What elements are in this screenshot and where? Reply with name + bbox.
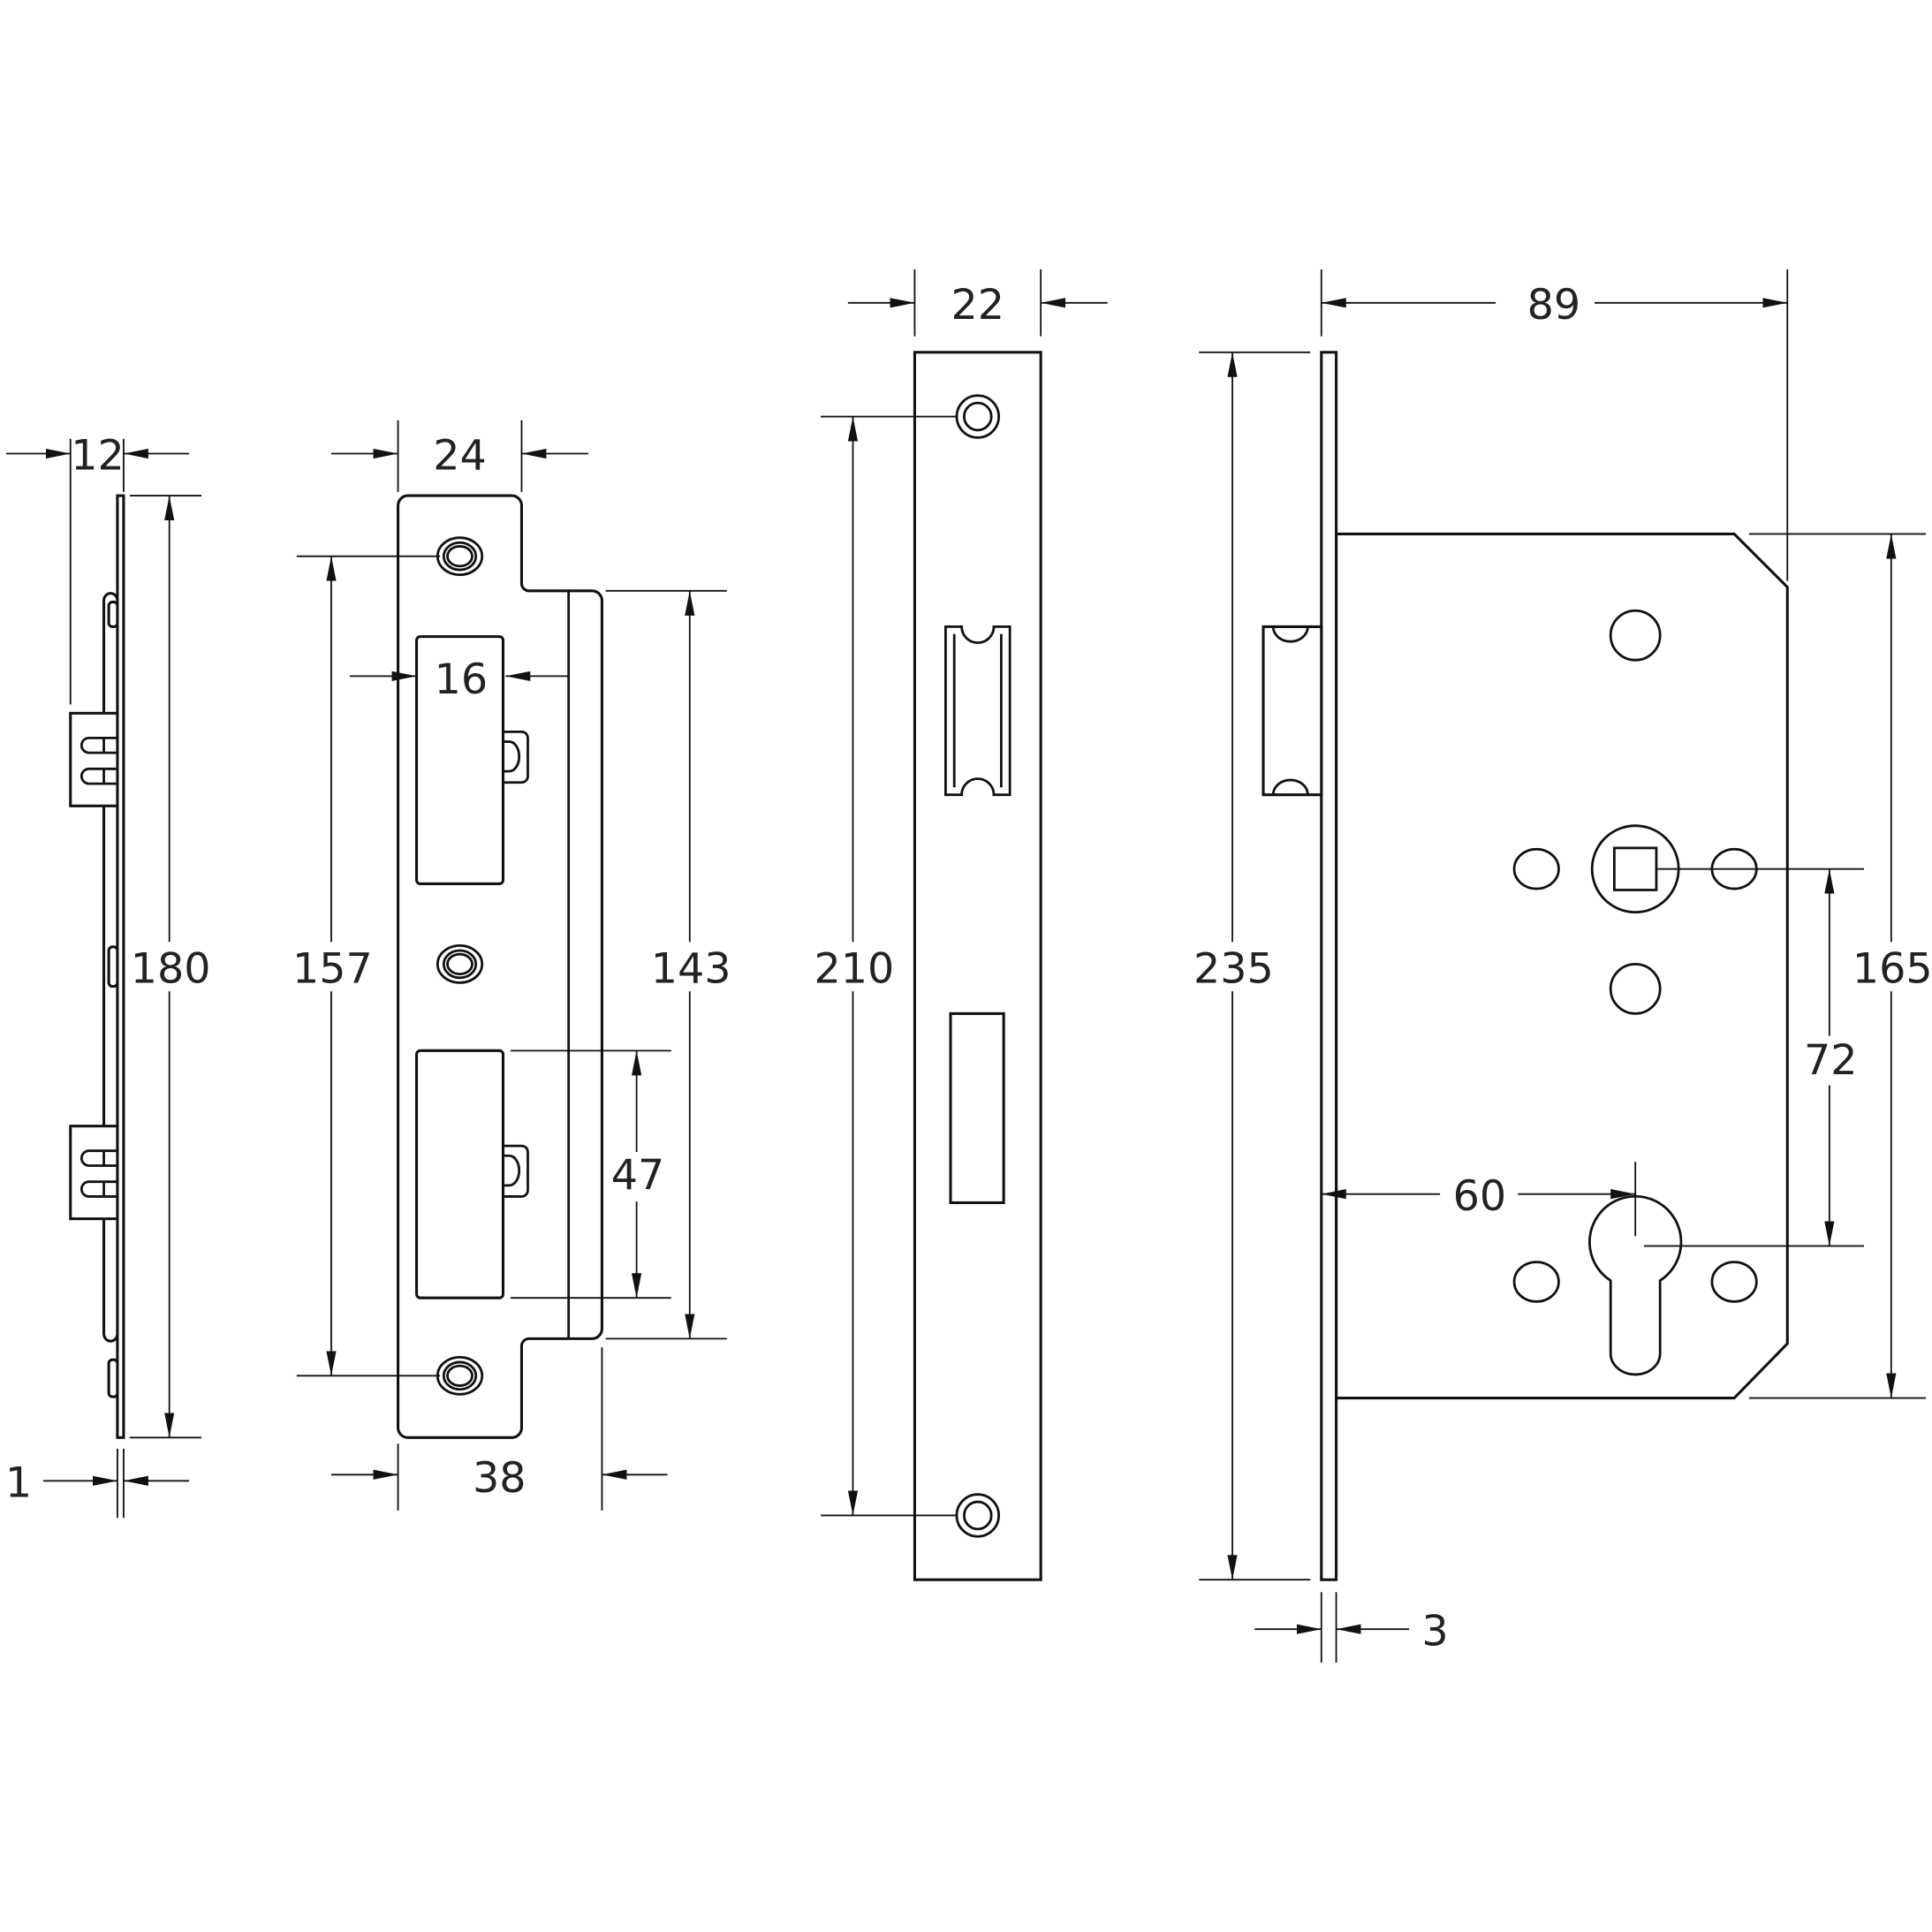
dim-forend-height: 235 (1193, 944, 1274, 993)
side-tab-top (69, 711, 119, 807)
fixing-hole (1609, 609, 1662, 662)
dim-strike-overall: 38 (473, 1454, 527, 1503)
screw-hole (436, 944, 484, 984)
dim-opening-width: 16 (435, 655, 489, 704)
euro-cylinder-keyhole (1588, 1194, 1683, 1376)
strike-plate: 24 16 157 143 47 38 (292, 420, 731, 1511)
dim-centres: 72 (1804, 1036, 1858, 1085)
dim-case-depth: 89 (1527, 281, 1581, 330)
dim-case-height: 165 (1852, 944, 1932, 993)
forend: 22 210 (814, 269, 1108, 1581)
dim-lip-height: 143 (651, 944, 731, 993)
dim-strike-width: 24 (433, 432, 487, 481)
dim-side-thickness: 1 (5, 1458, 32, 1507)
dim-strike-centres: 157 (292, 944, 373, 993)
lock-case: 89 235 165 72 60 3 (1193, 269, 1932, 1663)
dim-forend-centres: 210 (814, 944, 894, 993)
dim-backset: 60 (1453, 1172, 1507, 1221)
dim-side-width: 12 (71, 432, 125, 481)
dim-side-height: 180 (131, 944, 211, 993)
dim-opening-height: 47 (611, 1151, 665, 1200)
fixing-hole (1609, 963, 1662, 1015)
side-view-keep: 12 180 1 (5, 432, 211, 1519)
dim-forend-width: 22 (951, 281, 1005, 330)
dim-forend-thickness: 3 (1421, 1607, 1448, 1655)
side-tab-bottom (69, 1125, 119, 1221)
